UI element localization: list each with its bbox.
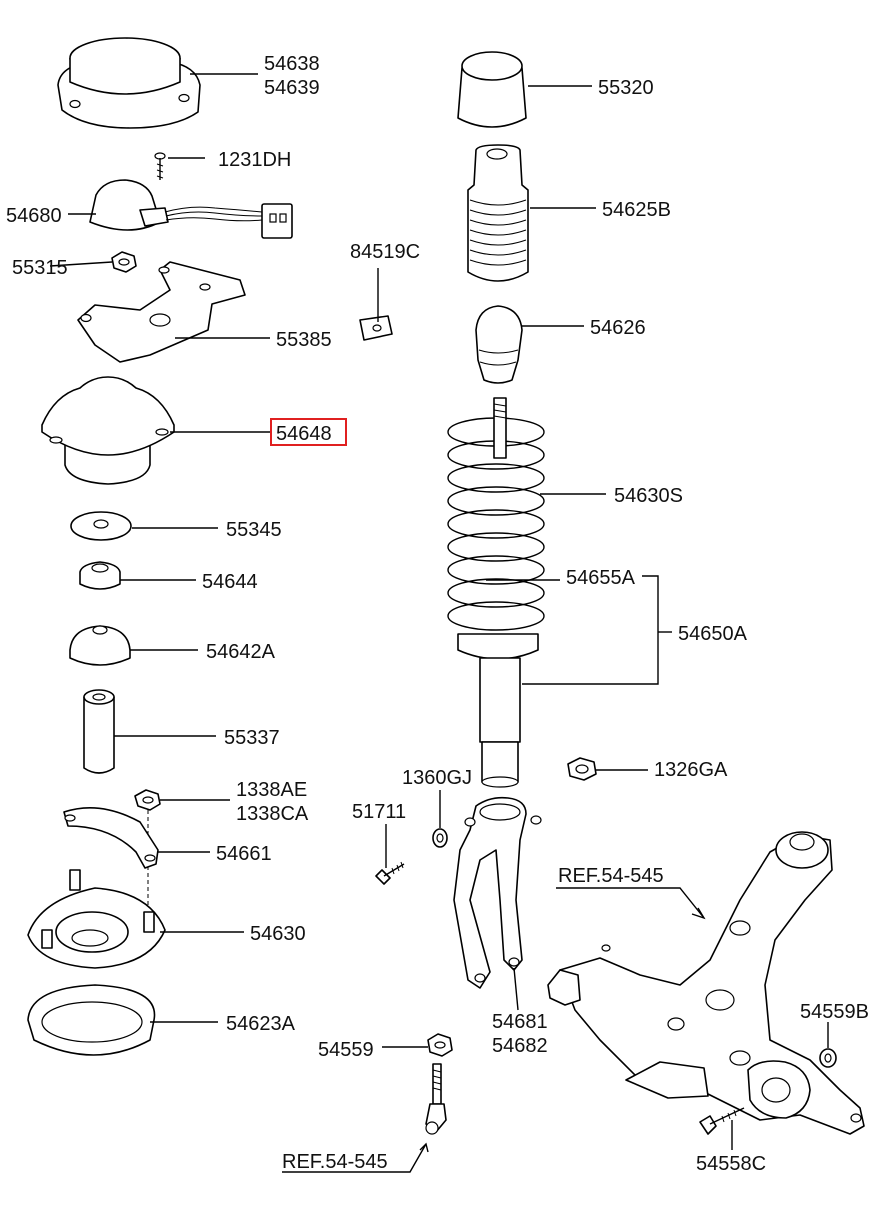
callout-54559b[interactable]: 54559B <box>800 1001 869 1023</box>
callout-54638[interactable]: 54638 <box>264 53 320 75</box>
callout-54655a[interactable]: 54655A <box>566 567 636 589</box>
strut-assembly-54650a-part <box>457 633 539 788</box>
callout-1338ca[interactable]: 1338CA <box>236 803 309 825</box>
callout-labels: 54638 54639 1231DH 54680 55315 55385 845… <box>6 53 869 1175</box>
lower-control-arm-part <box>547 831 865 1135</box>
dust-boot-54625b-part <box>467 144 529 282</box>
dust-cap-55320-part <box>457 51 527 128</box>
bracket-55385-part <box>77 261 246 363</box>
callout-54558c[interactable]: 54558C <box>696 1153 766 1175</box>
callout-54648[interactable]: 54648 <box>276 423 332 445</box>
clip-84519c-part <box>359 315 393 341</box>
callout-51711[interactable]: 51711 <box>352 801 406 823</box>
callout-1338ae[interactable]: 1338AE <box>236 779 307 801</box>
callout-54650a[interactable]: 54650A <box>678 623 748 645</box>
callout-54642a[interactable]: 54642A <box>206 641 276 663</box>
callout-54626[interactable]: 54626 <box>590 317 646 339</box>
callout-ref-54-545-lower[interactable]: REF.54-545 <box>282 1151 388 1173</box>
washer-1360gj-part <box>432 828 448 848</box>
callout-55337[interactable]: 55337 <box>224 727 280 749</box>
nut-1326ga-part <box>567 757 597 781</box>
callout-54682[interactable]: 54682 <box>492 1035 548 1057</box>
bump-stopper-54626-part <box>475 305 523 384</box>
nut-54559b-part <box>819 1048 837 1068</box>
leader-lines <box>49 73 829 1173</box>
plate-54661-part <box>63 807 159 869</box>
callout-54630s[interactable]: 54630S <box>614 485 683 507</box>
strut-mount-cap-part <box>57 37 201 129</box>
actuator-cap-with-harness-part <box>89 179 293 239</box>
screw-1231dh-part <box>154 152 166 180</box>
callout-54630[interactable]: 54630 <box>250 923 306 945</box>
nut-54559-part <box>427 1033 453 1057</box>
callout-1231dh[interactable]: 1231DH <box>218 149 291 171</box>
spacer-tube-55337-part <box>83 689 115 774</box>
callout-54661[interactable]: 54661 <box>216 843 272 865</box>
callout-54680[interactable]: 54680 <box>6 205 62 227</box>
strut-fork-54681-part <box>453 796 542 989</box>
callout-54644[interactable]: 54644 <box>202 571 258 593</box>
spring-seat-54630-part <box>27 869 166 969</box>
nut-55315-part <box>111 251 137 273</box>
callout-54623a[interactable]: 54623A <box>226 1013 296 1035</box>
bolt-51711-part <box>375 861 405 885</box>
callout-55345[interactable]: 55345 <box>226 519 282 541</box>
strut-insulator-54648-part <box>41 376 175 485</box>
callout-ref-54-545-upper[interactable]: REF.54-545 <box>558 865 664 887</box>
stabilizer-link-part <box>425 1063 447 1135</box>
spring-pad-54623a-part <box>27 984 156 1056</box>
callout-54559[interactable]: 54559 <box>318 1039 374 1061</box>
callout-54625b[interactable]: 54625B <box>602 199 671 221</box>
bump-stop-54642a-part <box>69 625 131 666</box>
coil-spring-54630s-part <box>447 397 545 631</box>
bolt-54558c-part <box>699 1107 745 1135</box>
callout-1326ga[interactable]: 1326GA <box>654 759 728 781</box>
callout-54639[interactable]: 54639 <box>264 77 320 99</box>
callout-1360gj[interactable]: 1360GJ <box>402 767 472 789</box>
callout-55385[interactable]: 55385 <box>276 329 332 351</box>
nut-1338-part <box>134 789 161 920</box>
callout-55315[interactable]: 55315 <box>12 257 68 279</box>
highlight-box-54648 <box>270 418 347 446</box>
bushing-54644-part <box>79 561 121 590</box>
callout-55320[interactable]: 55320 <box>598 77 654 99</box>
washer-55345-part <box>70 511 132 541</box>
callout-84519c[interactable]: 84519C <box>350 241 420 263</box>
callout-54681[interactable]: 54681 <box>492 1011 548 1033</box>
